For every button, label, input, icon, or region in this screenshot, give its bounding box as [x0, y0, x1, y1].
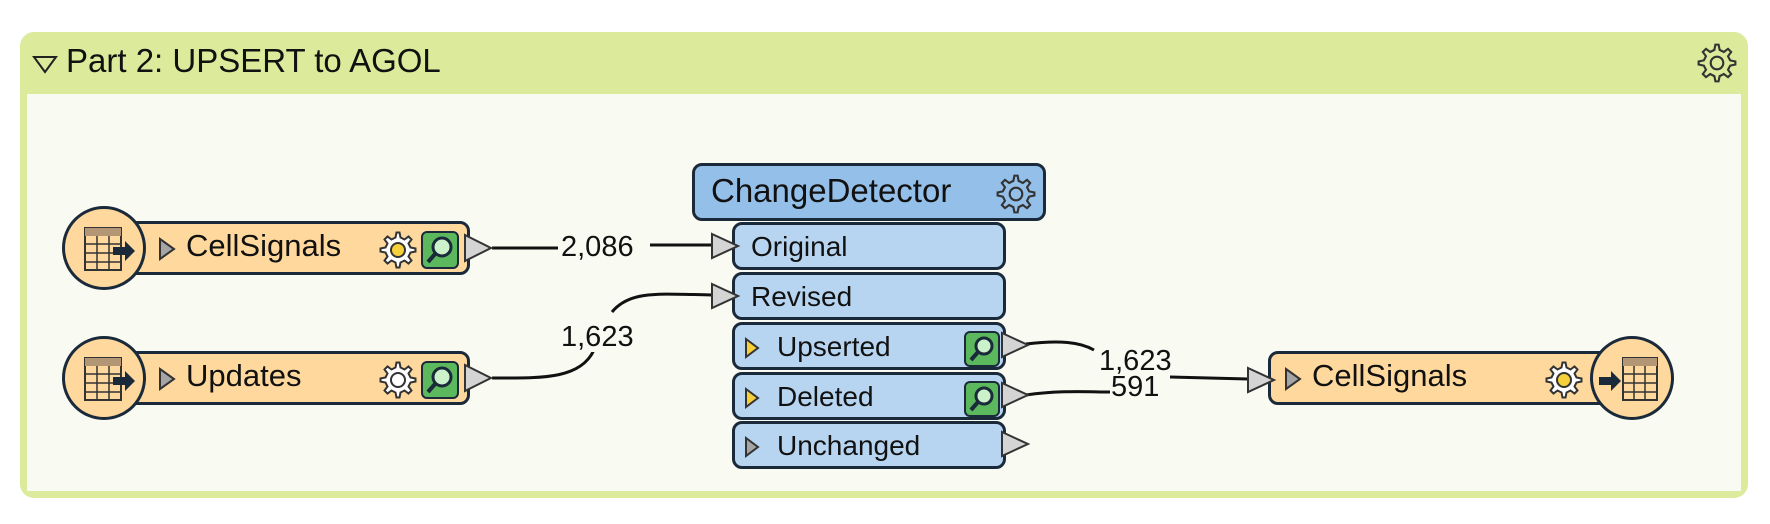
- table-reader-icon[interactable]: [62, 206, 146, 290]
- inspect-zoom-icon[interactable]: [420, 230, 460, 270]
- port-label: Original: [751, 231, 848, 262]
- gear-icon[interactable]: [378, 230, 418, 270]
- input-port-original[interactable]: Original: [732, 222, 1006, 270]
- inspect-zoom-icon[interactable]: [420, 360, 460, 400]
- wire-upserted-writer: [1025, 340, 1095, 352]
- feature-count[interactable]: 1,623: [558, 322, 637, 352]
- bookmark-title: Part 2: UPSERT to AGOL: [66, 42, 441, 79]
- output-port-arrow-icon[interactable]: [1000, 430, 1032, 458]
- gear-icon[interactable]: [1544, 360, 1584, 400]
- reader-label: CellSignals: [186, 228, 342, 263]
- input-port-revised[interactable]: Revised: [732, 272, 1006, 320]
- output-port-unchanged[interactable]: Unchanged: [732, 421, 1006, 469]
- expand-triangle-icon[interactable]: [743, 386, 761, 410]
- input-port-arrow-icon[interactable]: [710, 282, 742, 310]
- feature-count[interactable]: 591: [1111, 371, 1160, 403]
- gear-icon[interactable]: [378, 360, 418, 400]
- output-port-arrow-icon[interactable]: [1000, 381, 1032, 409]
- table-reader-icon[interactable]: [62, 336, 146, 420]
- expand-triangle-icon[interactable]: [157, 366, 177, 392]
- output-port-arrow-icon[interactable]: [1000, 331, 1032, 359]
- expand-triangle-icon[interactable]: [157, 236, 177, 262]
- input-port-arrow-icon[interactable]: [710, 232, 742, 260]
- transformer-title: ChangeDetector: [711, 172, 952, 209]
- expand-triangle-icon[interactable]: [1283, 366, 1303, 392]
- wire-reader2-revised: [491, 292, 713, 380]
- output-port-upserted[interactable]: Upserted: [732, 322, 1006, 370]
- feature-count[interactable]: 1,623: [1099, 345, 1172, 377]
- feature-count[interactable]: 2,086: [558, 232, 637, 262]
- port-label: Unchanged: [777, 430, 921, 461]
- inspect-zoom-icon[interactable]: [963, 330, 1001, 368]
- output-port-arrow-icon[interactable]: [463, 363, 495, 393]
- port-label: Deleted: [777, 381, 874, 412]
- bookmark-gear-icon[interactable]: [1696, 42, 1738, 84]
- output-port-arrow-icon[interactable]: [463, 233, 495, 263]
- collapse-triangle-icon[interactable]: [32, 54, 58, 74]
- inspect-zoom-icon[interactable]: [963, 380, 1001, 418]
- wire-to-writer: [1169, 375, 1249, 381]
- writer-input-arrow-icon[interactable]: [1246, 366, 1278, 394]
- expand-triangle-icon[interactable]: [743, 435, 761, 459]
- port-label: Upserted: [777, 331, 891, 362]
- writer-label: CellSignals: [1312, 358, 1468, 393]
- table-writer-icon[interactable]: [1590, 336, 1674, 420]
- wire-deleted-writer: [1025, 390, 1111, 397]
- gear-icon[interactable]: [995, 173, 1037, 215]
- reader-label: Updates: [186, 358, 302, 393]
- expand-triangle-icon[interactable]: [743, 336, 761, 360]
- transformer-changedetector[interactable]: ChangeDetector: [692, 163, 1046, 221]
- port-label: Revised: [751, 281, 853, 312]
